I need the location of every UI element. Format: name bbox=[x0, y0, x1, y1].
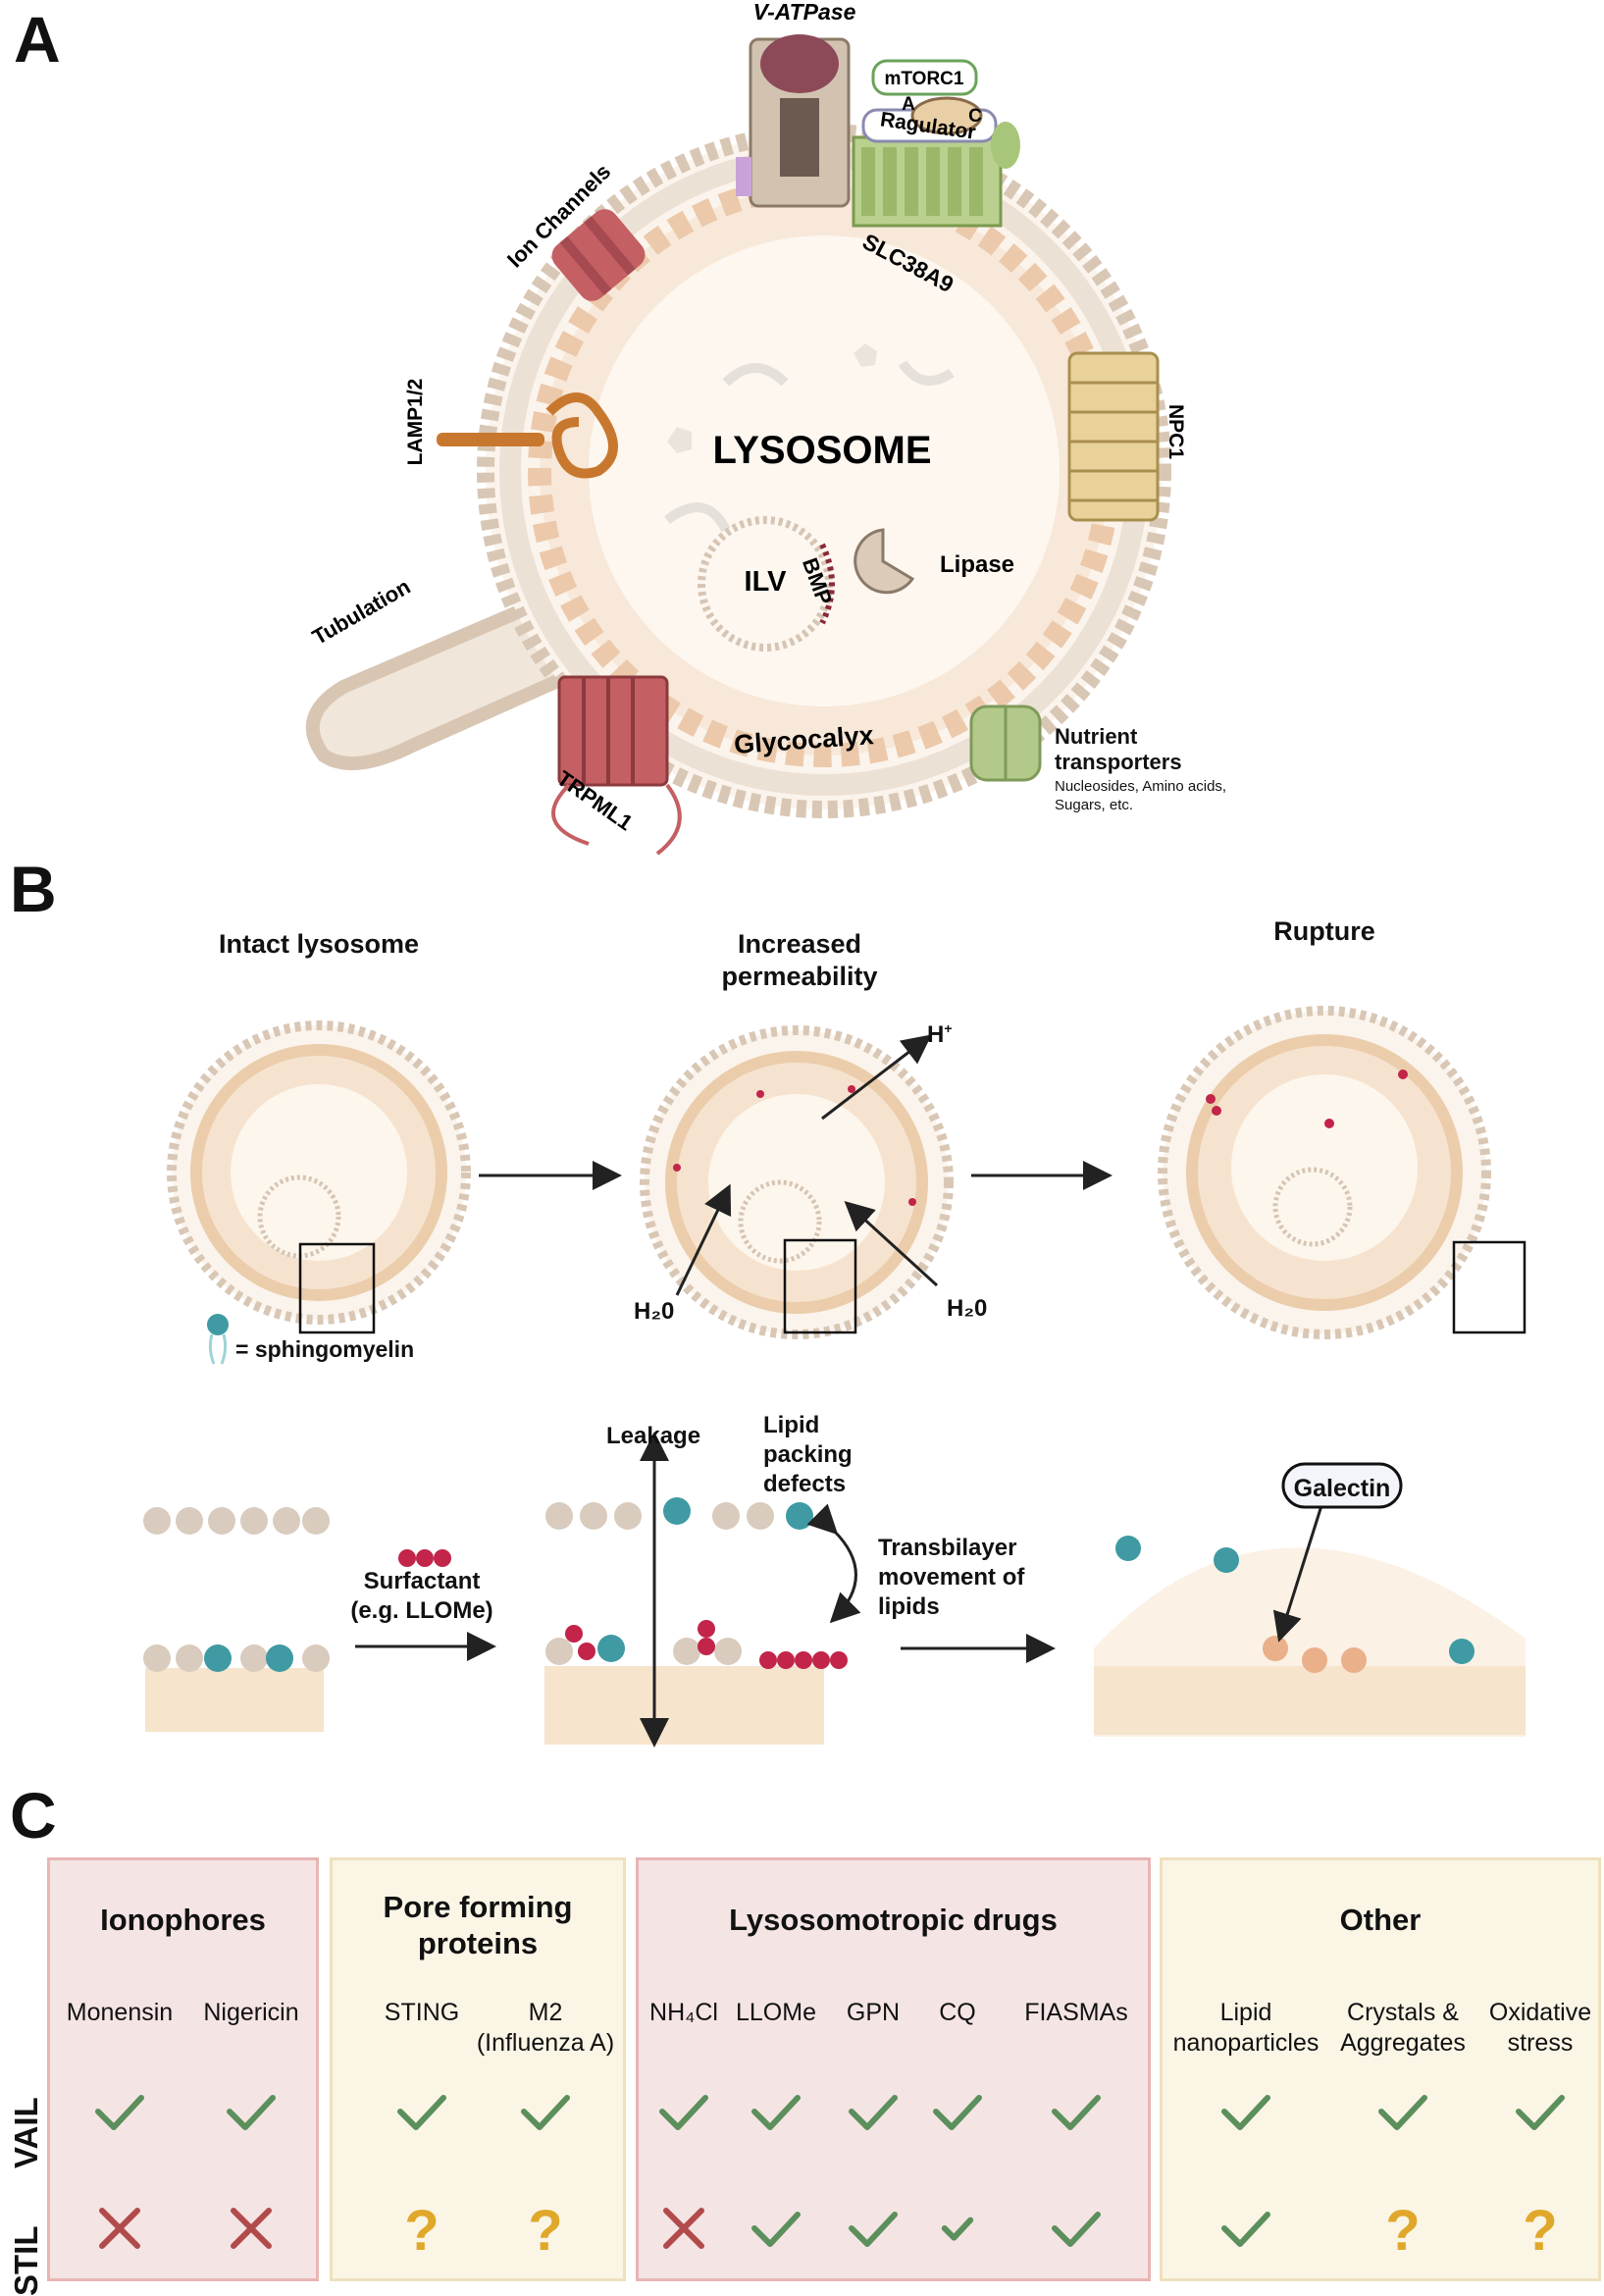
check-icon bbox=[516, 2082, 575, 2141]
drug-name: Monensin bbox=[46, 1998, 193, 2028]
drug-name: M2 (Influenza A) bbox=[472, 1998, 619, 2059]
panel-a-diagram: LYSOSOME V-ATPase mTORC1 A C Ragulator S… bbox=[0, 0, 1604, 863]
cross-icon bbox=[222, 2199, 281, 2258]
check-icon bbox=[1216, 2199, 1275, 2258]
drug-name: Crystals & Aggregates bbox=[1329, 1998, 1476, 2059]
check-icon bbox=[1511, 2082, 1570, 2141]
sphingomyelin-icon bbox=[207, 1314, 229, 1335]
svg-text:?: ? bbox=[1385, 2199, 1420, 2258]
stage-intact-title: Intact lysosome bbox=[216, 928, 422, 961]
cross-icon bbox=[90, 2199, 149, 2258]
intact-lysosome bbox=[172, 1025, 466, 1332]
transbilayer-label: Transbilayer movement of lipids bbox=[878, 1534, 1045, 1622]
row-label-vail: VAIL bbox=[8, 2097, 45, 2168]
stage-rupture-title: Rupture bbox=[1216, 915, 1432, 948]
vatpase-label: V-ATPase bbox=[753, 0, 856, 25]
h-plus-label: H+ bbox=[927, 1020, 953, 1049]
lipid-packing-label: Lipid packing defects bbox=[763, 1411, 901, 1499]
check-icon bbox=[1373, 2082, 1432, 2141]
panel-b-lysosomes bbox=[0, 1001, 1604, 1374]
drug-name: Oxidative stress bbox=[1467, 1998, 1604, 2059]
svg-text:?: ? bbox=[404, 2199, 439, 2258]
permeable-lysosome bbox=[645, 1030, 949, 1334]
lysosome-title: LYSOSOME bbox=[712, 429, 931, 472]
vatpase-shape bbox=[736, 34, 849, 206]
group-title: Other bbox=[1160, 1902, 1601, 1938]
nutrient-transporter-shape bbox=[971, 706, 1040, 780]
check-icon bbox=[1047, 2082, 1106, 2141]
lipase-label: Lipase bbox=[940, 551, 1014, 578]
ruptured-lysosome bbox=[1163, 1011, 1525, 1334]
check-icon bbox=[392, 2082, 451, 2141]
sphingomyelin-label: = sphingomyelin bbox=[235, 1336, 414, 1363]
drug-name: Nigericin bbox=[178, 1998, 325, 2028]
nutrient-transporters-label: Nutrient transporters bbox=[1055, 724, 1251, 775]
npc1-label: NPC1 bbox=[1164, 404, 1187, 459]
lamp-label: LAMP1/2 bbox=[404, 379, 427, 466]
check-icon bbox=[654, 2082, 713, 2141]
question-icon: ? bbox=[392, 2199, 451, 2258]
nutrient-transporters-sublabel: Nucleosides, Amino acids, Sugars, etc. bbox=[1055, 777, 1280, 814]
svg-text:?: ? bbox=[528, 2199, 562, 2258]
bilayer-intact bbox=[143, 1507, 330, 1732]
galectin-label: Galectin bbox=[1283, 1467, 1401, 1510]
tubulation-label: Tubulation bbox=[308, 574, 414, 650]
cross-icon bbox=[654, 2199, 713, 2258]
check-icon bbox=[1216, 2082, 1275, 2141]
panel-c-letter: C bbox=[10, 1778, 57, 1852]
drug-name: FIASMAs bbox=[1003, 1998, 1150, 2028]
slc38a9-shape bbox=[854, 137, 1001, 226]
group-title: Pore forming proteins bbox=[369, 1889, 587, 1961]
row-label-stil: STIL bbox=[8, 2226, 45, 2296]
h2o-left-label: H₂0 bbox=[634, 1298, 674, 1326]
check-icon bbox=[928, 2082, 987, 2141]
leakage-label: Leakage bbox=[606, 1423, 700, 1450]
check-icon bbox=[928, 2199, 987, 2258]
group-title: Lysosomotropic drugs bbox=[636, 1902, 1151, 1938]
question-icon: ? bbox=[1373, 2199, 1432, 2258]
npc1-shape bbox=[1069, 353, 1158, 520]
check-icon bbox=[1047, 2199, 1106, 2258]
check-icon bbox=[844, 2082, 903, 2141]
drug-name: Lipid nanoparticles bbox=[1172, 1998, 1319, 2059]
svg-text:?: ? bbox=[1523, 2199, 1557, 2258]
mtorc1-label: mTORC1 bbox=[885, 69, 964, 89]
panel-b-letter: B bbox=[10, 852, 57, 926]
h2o-right-label: H₂0 bbox=[947, 1295, 987, 1323]
check-icon bbox=[844, 2199, 903, 2258]
question-icon: ? bbox=[516, 2199, 575, 2258]
check-icon bbox=[747, 2199, 805, 2258]
stage-permeability-title: Increased permeability bbox=[687, 928, 912, 993]
group-title: Ionophores bbox=[47, 1902, 319, 1938]
ilv-label: ILV bbox=[745, 566, 788, 598]
surfactant-label: Surfactant (e.g. LLOMe) bbox=[348, 1567, 495, 1626]
check-icon bbox=[747, 2082, 805, 2141]
question-icon: ? bbox=[1511, 2199, 1570, 2258]
check-icon bbox=[90, 2082, 149, 2141]
check-icon bbox=[222, 2082, 281, 2141]
